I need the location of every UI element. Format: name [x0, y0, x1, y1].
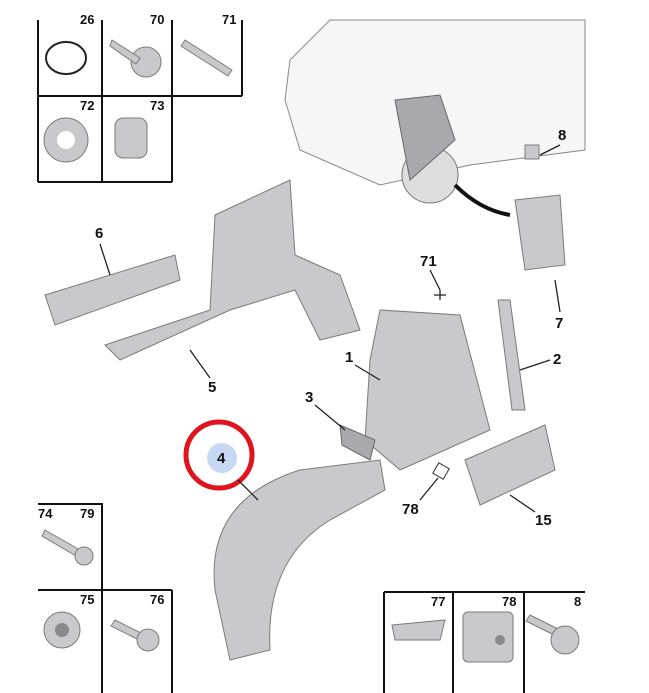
screw-icon — [130, 46, 162, 78]
part-number-label: 75 — [80, 592, 94, 607]
stud-icon — [180, 39, 233, 77]
callout-label: 1 — [345, 349, 353, 366]
bolt-icon — [74, 546, 94, 566]
wheel-arch-liner-part — [213, 459, 386, 661]
square-nut-icon — [462, 611, 514, 663]
fastener-grid-bottom-left: 74 79 75 76 — [38, 503, 173, 693]
callout-label: 78 — [402, 501, 419, 518]
part-number-label: 74 — [38, 506, 53, 521]
part-number-label: 78 — [502, 594, 516, 609]
callout-label: 71 — [420, 253, 437, 270]
bolt-icon — [550, 625, 580, 655]
clip-icon — [45, 41, 87, 75]
fender-part — [364, 309, 491, 471]
callout-label: 6 — [95, 225, 103, 242]
callout-label: 7 — [555, 315, 563, 332]
fastener-grid-top-left: 26 70 71 72 73 — [37, 12, 243, 183]
callout-label: 5 — [208, 379, 216, 396]
callout-label: 3 — [305, 389, 313, 406]
callouts: 8 6 71 7 1 2 5 3 4 78 15 — [95, 127, 566, 529]
rivet-nut-icon — [114, 117, 148, 159]
callout-label: 2 — [553, 351, 561, 368]
callout-label-highlighted: 4 — [217, 450, 226, 467]
part-number-label: 76 — [150, 592, 164, 607]
inner-panel-part — [104, 179, 361, 361]
clip-nut-icon — [391, 619, 446, 641]
part-number-label: 72 — [80, 98, 94, 113]
callout-label: 15 — [535, 512, 552, 529]
mudflap-part — [514, 194, 566, 271]
callout-label: 8 — [558, 127, 566, 144]
rail-part — [44, 254, 181, 326]
part-number-label: 71 — [222, 12, 236, 27]
van-illustration — [284, 19, 586, 217]
highlight-circle — [183, 419, 255, 491]
part-number-label: 73 — [150, 98, 164, 113]
fastener-grid-bottom-right: 77 78 8 — [383, 591, 585, 693]
part-number-label: 79 — [80, 506, 94, 521]
highlight-marker — [207, 443, 237, 473]
bolt-icon — [136, 628, 160, 652]
part-number-label: 70 — [150, 12, 164, 27]
part-number-label: 77 — [431, 594, 445, 609]
part-number-label: 26 — [80, 12, 94, 27]
part-number-label: 8 — [574, 594, 581, 609]
